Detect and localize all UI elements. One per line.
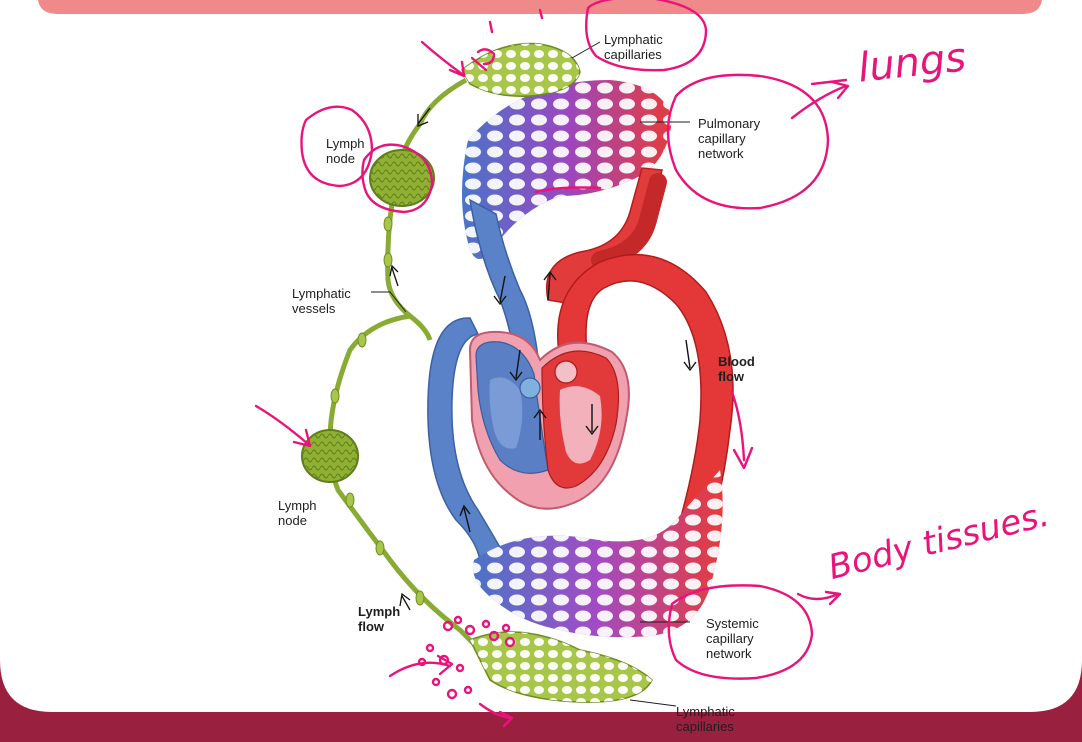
header-strip — [38, 0, 1042, 14]
label-blood-flow: Blood flow — [718, 354, 755, 384]
label-systemic-capillary-network: Systemic capillary network — [706, 616, 759, 661]
label-lymph-flow: Lymph flow — [358, 604, 401, 634]
heart — [468, 330, 630, 510]
systemic-capillary-network — [472, 470, 723, 638]
lymph-node-top — [369, 149, 435, 207]
flow-arrow — [459, 504, 471, 533]
label-lymphatic-vessels: Lymphatic vessels — [292, 286, 351, 316]
label-lymphatic-capillaries-top: Lymphatic capillaries — [604, 32, 663, 62]
label-lymphatic-capillaries-bottom: Lymphatic capillaries — [676, 704, 735, 734]
content-panel — [0, 0, 1082, 712]
pulmonary-capillary-network — [461, 80, 672, 259]
lymphatic-system — [301, 42, 653, 703]
leader-lines — [371, 41, 690, 707]
label-lymph-node-top: Lymph node — [326, 136, 365, 166]
lymph-node-bottom — [301, 429, 359, 483]
handwritten-annotations — [254, 0, 850, 728]
flow-arrow — [683, 339, 697, 372]
label-lymph-node-bottom: Lymph node — [278, 498, 317, 528]
flow-arrow — [543, 270, 557, 301]
flow-arrow — [493, 275, 507, 306]
label-pulmonary-capillary-network: Pulmonary capillary network — [698, 116, 761, 161]
